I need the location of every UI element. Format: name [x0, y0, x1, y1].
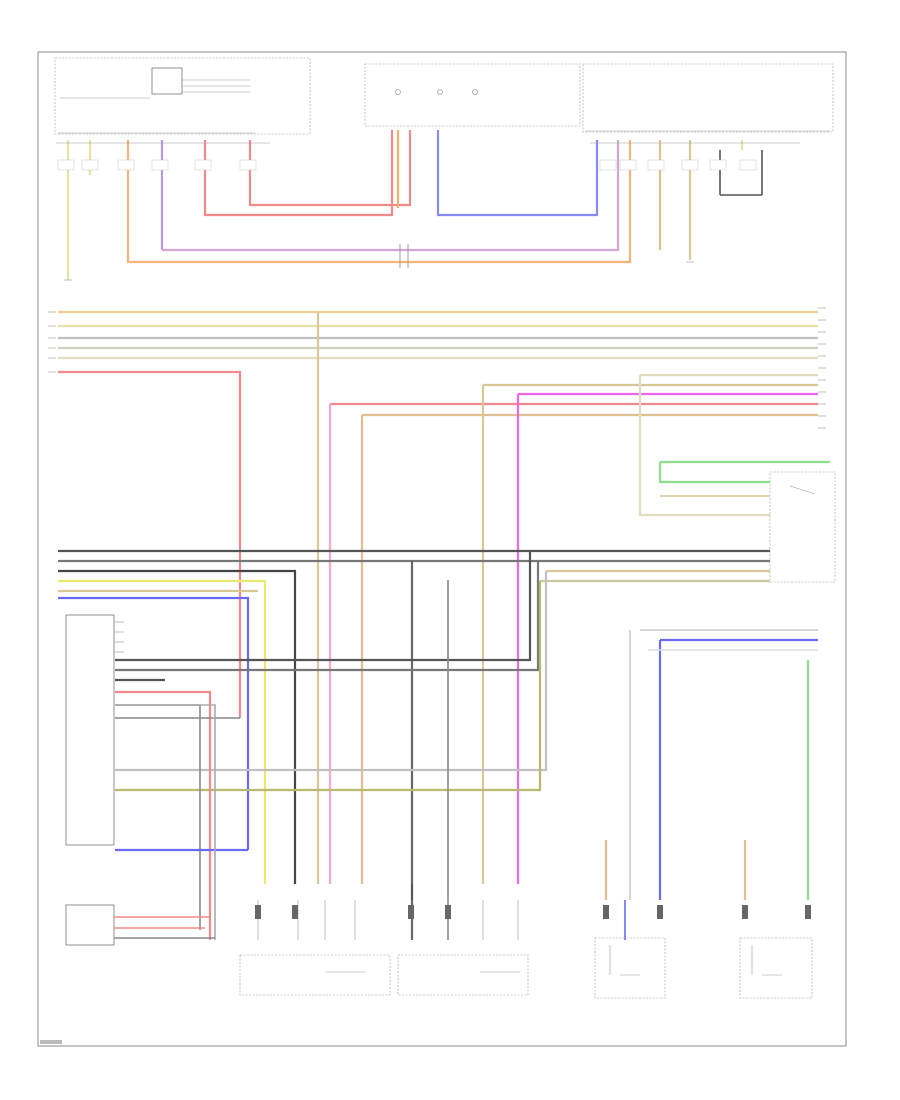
bottom-left-sensor: [65, 904, 215, 946]
diagram-border: [37, 51, 847, 1047]
ground-symbols-top: [64, 261, 694, 281]
top-labels: [56, 142, 800, 171]
driver-switch-assembly: [239, 900, 391, 996]
top-left-module: [54, 57, 311, 135]
middle-bus: [58, 549, 770, 884]
connector-markers: [255, 905, 811, 919]
left-rear-heater: [739, 937, 813, 999]
bus-pins-left: [48, 311, 56, 373]
page-marker: [40, 1040, 62, 1044]
horizontal-bus: [58, 310, 818, 884]
left-control-module: [65, 614, 248, 940]
right-control-module: [658, 460, 836, 583]
bottom-wire-drops: [410, 580, 449, 940]
passenger-switch-assembly: [397, 900, 529, 996]
top-center-fuse-box: [364, 63, 581, 127]
right-bottom-wiring: [604, 629, 818, 940]
top-right-module: [582, 63, 834, 133]
bus-pins-right: [818, 307, 826, 429]
inline-connector-top: [399, 244, 409, 268]
right-front-heater: [594, 937, 666, 999]
top-wiring: [66, 130, 763, 280]
